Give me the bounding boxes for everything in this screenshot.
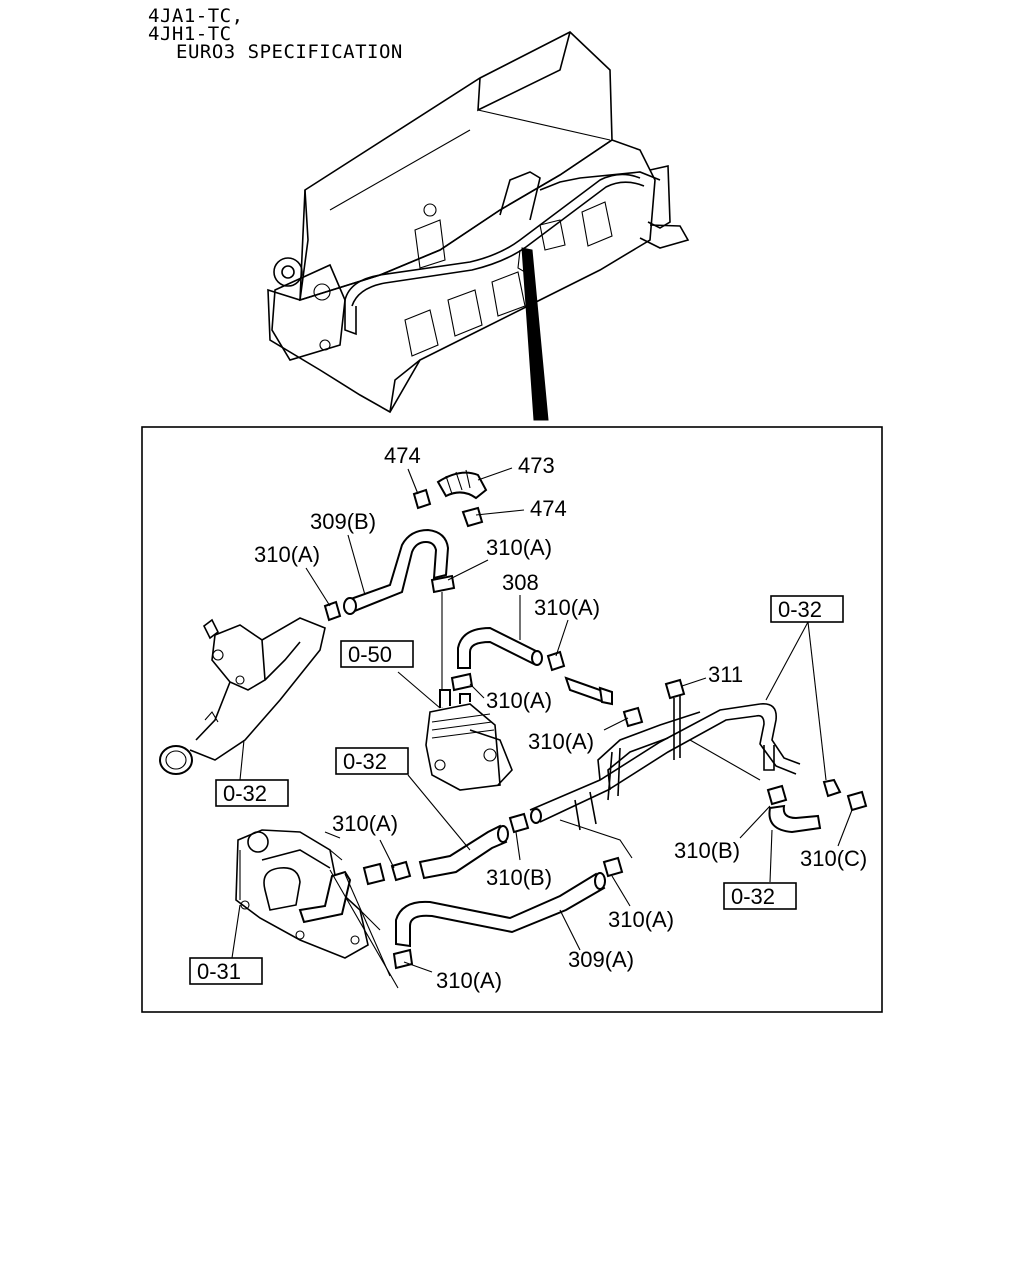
spec-line: EURO3 SPECIFICATION xyxy=(176,41,403,63)
water-outlet-pipe-illustration xyxy=(159,617,326,775)
clamp-310a-3 xyxy=(546,650,566,672)
ref-box-0-50: 0-50 xyxy=(348,642,392,667)
model-line-1: 4JA1-TC, xyxy=(148,5,244,27)
callout-311: 311 xyxy=(708,662,743,687)
callout-308: 308 xyxy=(502,570,539,595)
joint-311-illustration xyxy=(564,676,613,706)
hose-elbow-right-illustration xyxy=(766,784,822,834)
clamp-310a-5 xyxy=(622,706,644,728)
oil-cooler-illustration xyxy=(425,689,513,791)
callout-310b-mid: 310(B) xyxy=(486,865,552,890)
callout-473: 473 xyxy=(518,453,555,478)
bolt-illustration xyxy=(664,678,686,760)
callout-310b-right: 310(B) xyxy=(674,838,740,863)
callout-309b: 309(B) xyxy=(310,509,376,534)
callout-310a-pump: 310(A) xyxy=(332,811,398,836)
ref-box-0-32-left: 0-32 xyxy=(223,781,267,806)
callout-310a-cooler: 310(A) xyxy=(486,688,552,713)
clamp-310a-4 xyxy=(450,672,474,692)
callout-309a: 309(A) xyxy=(568,947,634,972)
callout-310a-308: 310(A) xyxy=(534,595,600,620)
callout-310c: 310(C) xyxy=(800,846,867,871)
callout-310a-mid: 310(A) xyxy=(528,729,594,754)
clamp-310a-8 xyxy=(392,948,414,970)
clamp-310b-1 xyxy=(508,812,530,834)
clamp-310a-7 xyxy=(602,856,624,878)
ref-box-0-31: 0-31 xyxy=(197,959,241,984)
hose-mid-illustration xyxy=(418,824,509,880)
callout-474-top: 474 xyxy=(384,443,421,468)
hose-473-illustration xyxy=(412,469,488,528)
water-pump-housing-illustration xyxy=(235,829,381,959)
callout-474-right: 474 xyxy=(530,496,567,521)
detail-frame xyxy=(141,426,883,1013)
clamp-310a-2 xyxy=(430,574,456,708)
leader-lines xyxy=(231,467,853,989)
ref-box-0-32-top: 0-32 xyxy=(778,597,822,622)
model-line-2: 4JH1-TC xyxy=(148,23,232,45)
hose-309a-illustration xyxy=(395,872,606,948)
clamp-310a-1 xyxy=(323,600,342,622)
water-pipe-assembly-illustration xyxy=(529,703,842,859)
callout-310a-left: 310(A) xyxy=(254,542,320,567)
hose-308-illustration xyxy=(457,626,543,669)
clamp-310c xyxy=(846,790,868,812)
engine-overview-illustration xyxy=(267,31,690,421)
callout-310a-lower-right: 310(A) xyxy=(608,907,674,932)
nipple-illustration xyxy=(362,862,386,886)
clamp-310a-6 xyxy=(390,860,412,882)
hose-309b-illustration xyxy=(343,528,450,615)
ref-box-0-32-mid: 0-32 xyxy=(343,749,387,774)
ref-box-0-32-right: 0-32 xyxy=(731,884,775,909)
callout-310a-bottom: 310(A) xyxy=(436,968,502,993)
callout-310a-upper: 310(A) xyxy=(486,535,552,560)
